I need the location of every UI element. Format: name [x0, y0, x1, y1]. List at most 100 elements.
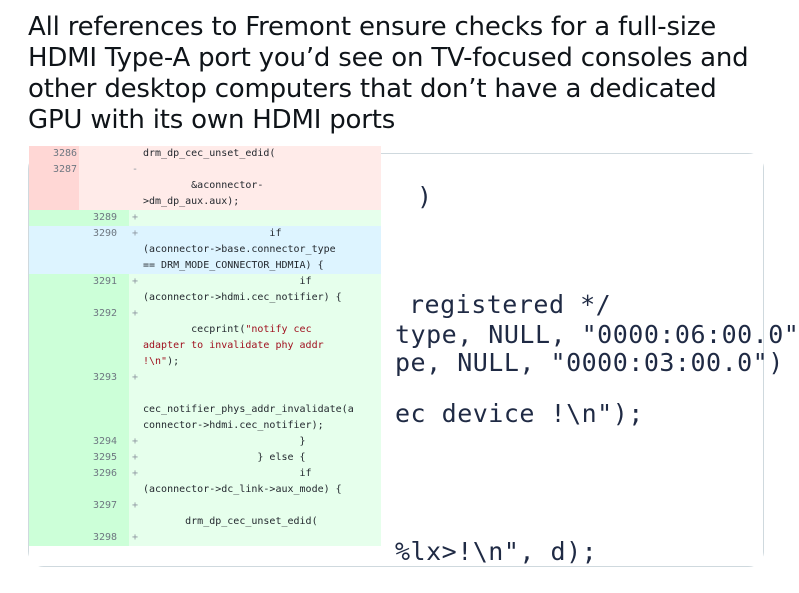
code-line: drm_dp_cec_unset_edid( [143, 148, 276, 159]
diff-row: 3292 + [29, 306, 381, 322]
code-cell: + if [129, 274, 381, 290]
old-line-gutter [29, 514, 79, 530]
code-cell: connector->hdmi.cec_notifier); [129, 418, 381, 434]
old-line-gutter [29, 354, 79, 370]
old-line-gutter [29, 498, 79, 514]
new-line-gutter [79, 402, 129, 418]
diff-marker: + [132, 468, 139, 479]
diff-row: cecprint("notify cec [29, 322, 381, 338]
new-line-gutter [79, 290, 129, 306]
code-cell: (aconnector->dc_link->aux_mode) { [129, 482, 381, 498]
code-cell: + if [129, 466, 381, 482]
code-cell: - [129, 162, 381, 178]
code-cell: + [129, 370, 381, 386]
old-line-gutter [29, 530, 79, 546]
new-line-gutter [79, 338, 129, 354]
code-line: cecprint("notify cec [143, 324, 312, 335]
code-line: &aconnector- [143, 180, 264, 191]
new-line-gutter: 3295 [79, 450, 129, 466]
new-line-gutter [79, 482, 129, 498]
old-line-gutter [29, 466, 79, 482]
code-cell: drm_dp_cec_unset_edid( [129, 514, 381, 530]
zoom-line: ec device !\n"); [395, 399, 644, 428]
new-line-number: 3291 [93, 276, 118, 287]
old-line-gutter [29, 242, 79, 258]
new-line-gutter [79, 258, 129, 274]
zoomed-code-panel: ) registered */ type, NULL, "0000:06:00.… [381, 154, 799, 566]
diff-row: connector->hdmi.cec_notifier); [29, 418, 381, 434]
new-line-gutter: 3290 [79, 226, 129, 242]
code-cell: + } [129, 434, 381, 450]
zoom-line: %lx>!\n", d); [395, 537, 598, 566]
zoom-line: registered */ [409, 290, 612, 319]
code-line: >dm_dp_aux.aux); [143, 196, 240, 207]
code-cell: (aconnector->hdmi.cec_notifier) { [129, 290, 381, 306]
new-line-gutter [79, 386, 129, 402]
old-line-gutter [29, 418, 79, 434]
post-text: All references to Fremont ensure checks … [28, 12, 749, 135]
old-line-gutter [29, 258, 79, 274]
diff-row: (aconnector->dc_link->aux_mode) { [29, 482, 381, 498]
new-line-gutter [79, 418, 129, 434]
code-cell: + [129, 306, 381, 322]
old-line-number: 3286 [53, 148, 78, 159]
code-line: drm_dp_cec_unset_edid( [143, 516, 318, 527]
diff-marker: + [132, 308, 139, 319]
zoom-line: type, NULL, "0000:06:00.0" [395, 320, 799, 349]
code-line: } else { [143, 452, 306, 463]
diff-row: cec_notifier_phys_addr_invalidate(a [29, 402, 381, 418]
new-line-number: 3290 [93, 228, 118, 239]
old-line-gutter [29, 338, 79, 354]
code-cell: >dm_dp_aux.aux); [129, 194, 381, 210]
diff-row: 3297+ [29, 498, 381, 514]
zoom-line: ) [417, 182, 433, 211]
old-line-gutter [29, 194, 79, 210]
new-line-number: 3289 [93, 212, 118, 223]
diff-row: >dm_dp_aux.aux); [29, 194, 381, 210]
diff-row: adapter to invalidate phy addr [29, 338, 381, 354]
code-cell: &aconnector- [129, 178, 381, 194]
old-line-gutter [29, 178, 79, 194]
code-cell: == DRM_MODE_CONNECTOR_HDMIA) { [129, 258, 381, 274]
diff-row: drm_dp_cec_unset_edid( [29, 514, 381, 530]
diff-row: 3287 - [29, 162, 381, 178]
diff-row: (aconnector->base.connector_type [29, 242, 381, 258]
code-cell: drm_dp_cec_unset_edid( [129, 146, 381, 162]
new-line-gutter [79, 242, 129, 258]
new-line-gutter [79, 146, 129, 162]
diff-marker: + [132, 436, 139, 447]
old-line-gutter [29, 386, 79, 402]
old-line-gutter [29, 370, 79, 386]
code-line: adapter to invalidate phy addr [143, 340, 324, 351]
new-line-number: 3298 [93, 532, 118, 543]
diff-row: !\n"); [29, 354, 381, 370]
code-line: if [143, 468, 312, 479]
code-line: (aconnector->base.connector_type [143, 244, 336, 255]
diff-row: &aconnector- [29, 178, 381, 194]
code-cell: + [129, 210, 381, 226]
new-line-gutter [79, 354, 129, 370]
code-cell [129, 386, 381, 402]
post-image[interactable]: 3286 drm_dp_cec_unset_edid( 3287 - &aconnec… [28, 146, 799, 567]
diff-row: 3290+ if [29, 226, 381, 242]
old-line-number: 3287 [53, 164, 78, 175]
old-line-gutter [29, 322, 79, 338]
code-cell: + [129, 498, 381, 514]
new-line-gutter: 3296 [79, 466, 129, 482]
diff-marker: + [132, 452, 139, 463]
diff-row: 3286 drm_dp_cec_unset_edid( [29, 146, 381, 162]
new-line-gutter [79, 162, 129, 178]
new-line-gutter: 3292 [79, 306, 129, 322]
code-cell: adapter to invalidate phy addr [129, 338, 381, 354]
diff-row: 3289 + [29, 210, 381, 226]
old-line-gutter [29, 434, 79, 450]
code-line: !\n"); [143, 356, 180, 367]
diff-row: 3298+ [29, 530, 381, 546]
new-line-gutter: 3297 [79, 498, 129, 514]
code-cell: cecprint("notify cec [129, 322, 381, 338]
diff-row: 3296+ if [29, 466, 381, 482]
diff-marker: + [132, 212, 139, 223]
diff-row: 3295+ } else { [29, 450, 381, 466]
code-cell: !\n"); [129, 354, 381, 370]
new-line-number: 3292 [93, 308, 118, 319]
